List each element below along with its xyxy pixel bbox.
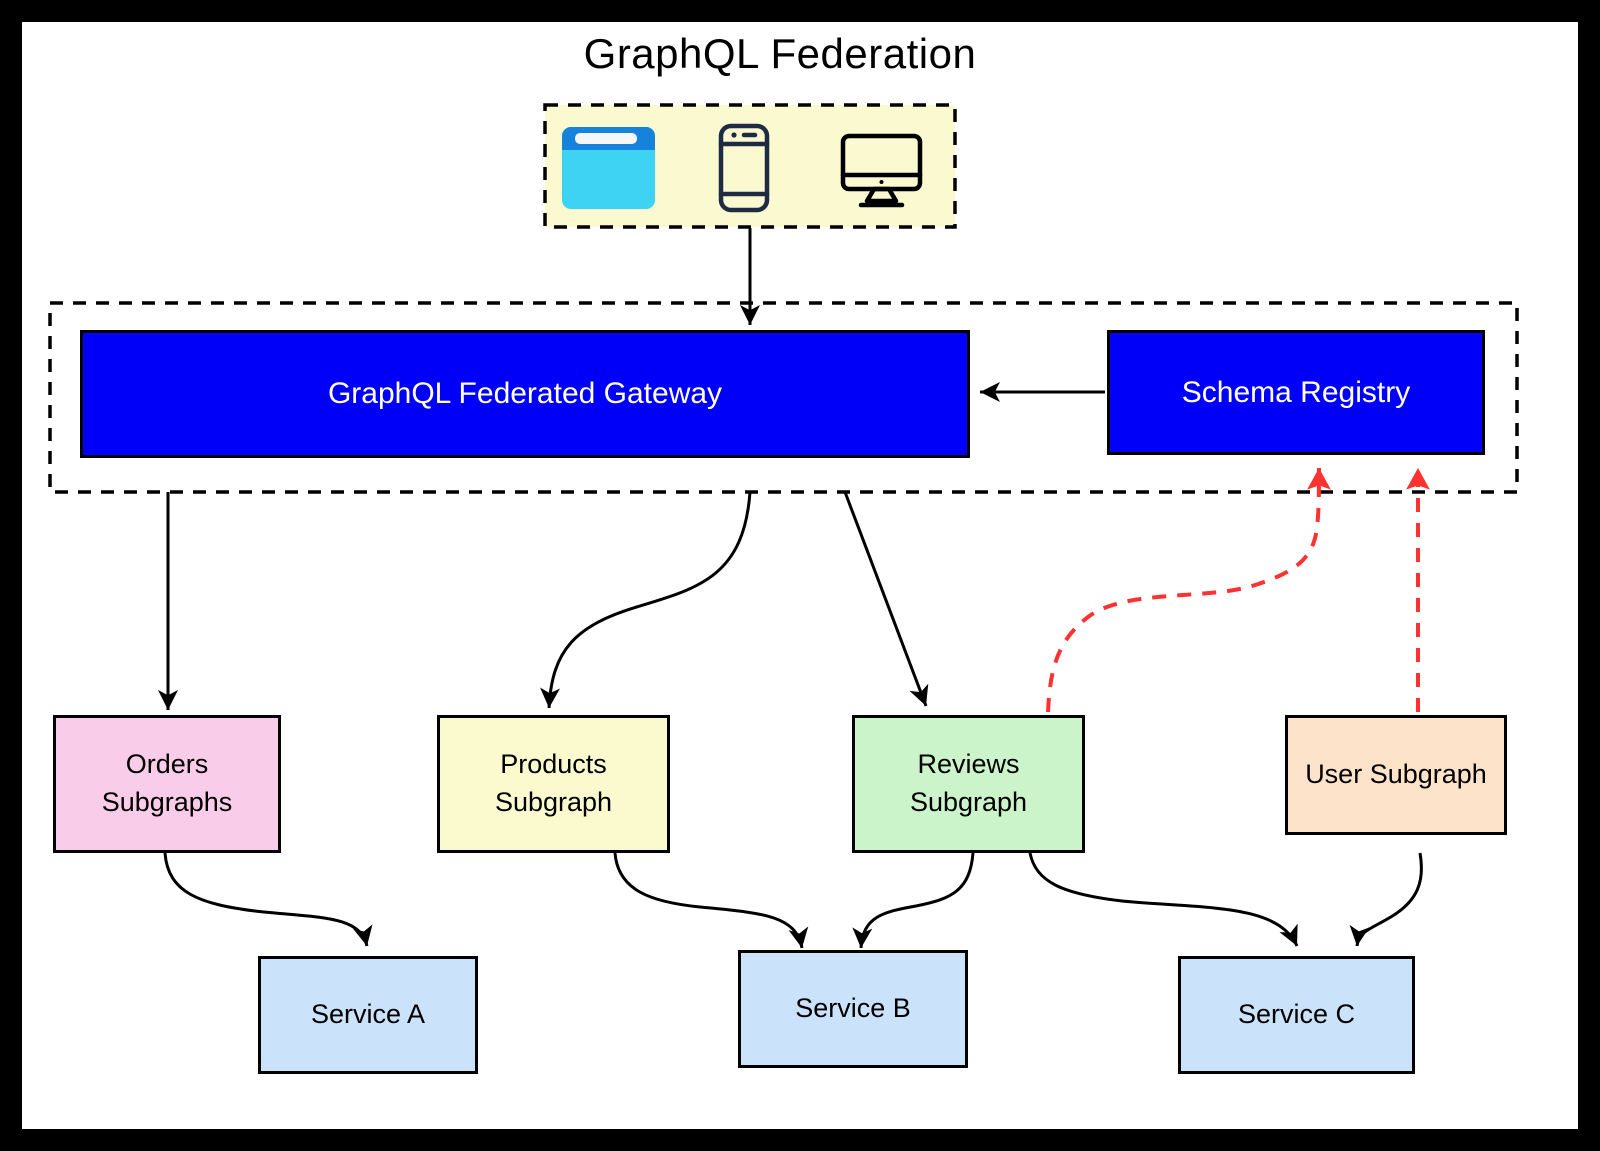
gateway-node: GraphQL Federated Gateway [80,330,970,458]
browser-icon [562,127,655,209]
products-subgraph-node: Products Subgraph [437,715,670,853]
reviews-subgraph-node: Reviews Subgraph [852,715,1085,853]
service-b-node: Service B [738,950,968,1068]
service-a-node: Service A [258,956,478,1074]
diagram-title: GraphQL Federation [583,30,977,77]
service-c-node: Service C [1178,956,1415,1074]
orders-subgraph-node: Orders Subgraphs [53,715,281,853]
mobile-icon [718,123,770,213]
user-subgraph-node: User Subgraph [1285,715,1507,835]
schema-registry-node: Schema Registry [1107,330,1485,455]
desktop-icon [840,133,923,209]
